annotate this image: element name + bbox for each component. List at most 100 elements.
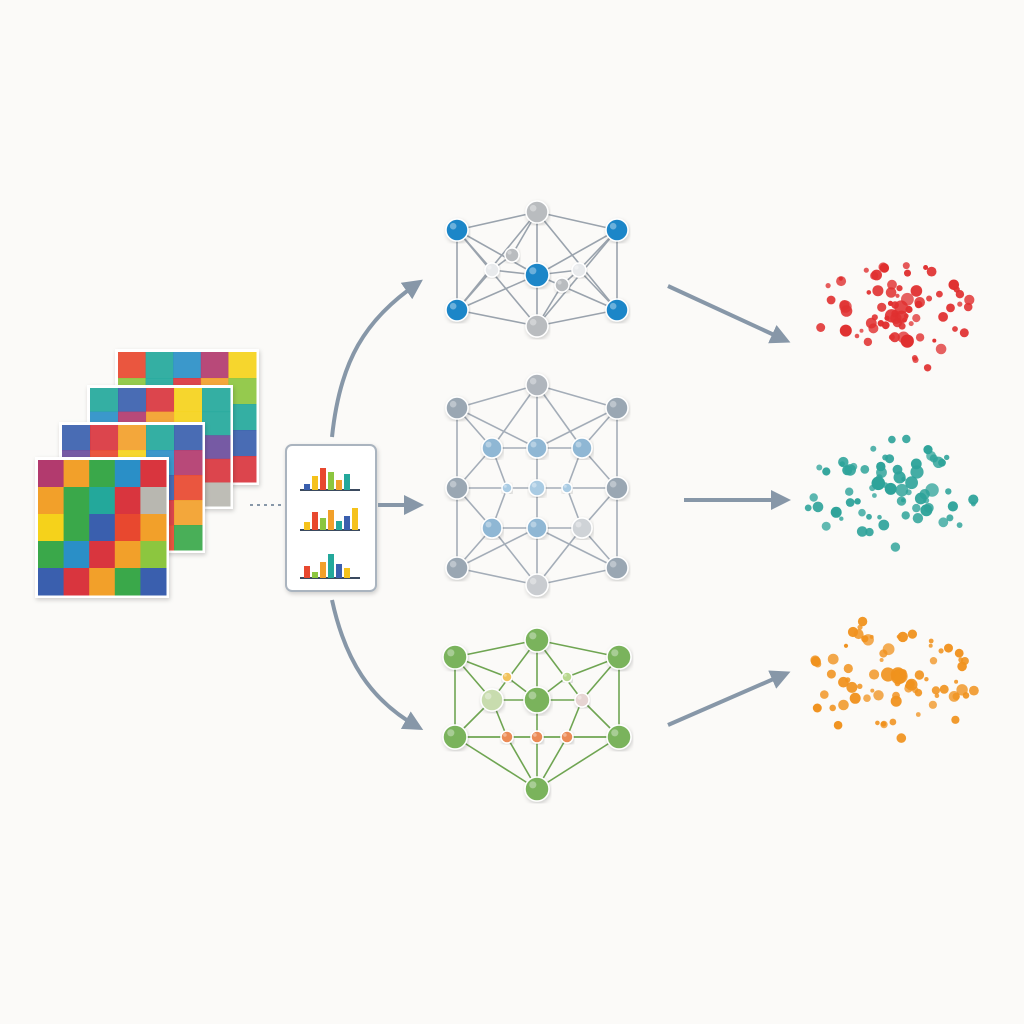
arrow-to-orange-cluster (667, 670, 791, 727)
network-node (442, 644, 468, 670)
network-node-highlight (529, 267, 537, 275)
network-node-highlight (529, 318, 537, 326)
cluster-point (830, 506, 842, 518)
network-node (445, 218, 469, 242)
cluster-point (839, 324, 852, 337)
network-edge (536, 274, 618, 311)
network-node-highlight (485, 441, 492, 448)
bar-chart-bar (336, 480, 342, 490)
bar-chart-bar (304, 566, 310, 578)
cluster-point (885, 287, 897, 298)
cluster-point (857, 683, 863, 689)
cluster-point (928, 643, 933, 648)
heatmap-cell (38, 487, 65, 515)
network-edge (536, 229, 618, 327)
cluster-point (839, 516, 844, 521)
cluster-point (944, 454, 950, 461)
network-node-highlight (563, 484, 567, 488)
cluster-point (938, 648, 944, 654)
heatmap-cell (90, 425, 119, 451)
network-node (571, 437, 593, 459)
cluster-point (863, 267, 869, 273)
heatmap-cell (228, 456, 257, 483)
cluster-point (829, 704, 836, 712)
network-edge (536, 229, 618, 276)
network-node-highlight (530, 441, 537, 448)
network-node (605, 298, 629, 322)
cluster-point (845, 498, 855, 507)
cluster-point (932, 456, 945, 468)
heatmap-cell (89, 514, 116, 542)
cluster-point (845, 487, 854, 496)
cluster-point (827, 653, 839, 665)
cluster-point (820, 690, 829, 699)
cluster-point (826, 295, 836, 305)
cluster-point (842, 465, 853, 476)
teal-scatter-cluster-icon (804, 434, 979, 552)
cluster-point (948, 691, 960, 702)
heatmap-cell (140, 487, 167, 515)
cluster-point (914, 297, 925, 308)
network-node (501, 482, 513, 494)
heatmap-cell (174, 525, 203, 551)
cluster-point (915, 333, 925, 342)
heatmap-cell (63, 514, 90, 542)
network-node (500, 730, 514, 744)
heatmap-cell (174, 425, 203, 451)
network-node (561, 671, 573, 683)
heatmap-cell (38, 541, 65, 569)
cluster-point (946, 514, 954, 522)
network-edge (456, 211, 538, 231)
cluster-point (871, 476, 886, 491)
cluster-point (956, 684, 968, 696)
cluster-point (923, 503, 934, 513)
cluster-point (854, 498, 861, 505)
cluster-point (854, 333, 860, 339)
cluster-point (938, 517, 949, 528)
cluster-point (951, 715, 960, 724)
heatmap-cell (140, 541, 167, 569)
network-node-highlight (530, 521, 537, 528)
network-node-highlight (529, 632, 537, 640)
cluster-point (888, 435, 896, 444)
network-node (605, 218, 629, 242)
cluster-point (871, 314, 878, 321)
cluster-point (936, 290, 943, 298)
heatmap-cell (63, 460, 90, 488)
cluster-point (934, 693, 940, 698)
cluster-point (892, 317, 903, 328)
cluster-point (892, 691, 900, 700)
arrow-to-top-network (330, 279, 423, 438)
bar-chart-bar (344, 568, 350, 578)
cluster-point (838, 699, 849, 711)
cluster-point (901, 317, 907, 323)
bar-chart-bar (344, 474, 350, 490)
network-node-highlight (609, 400, 617, 408)
cluster-point (878, 262, 888, 272)
bar-chart-bar (304, 484, 310, 490)
heatmap-cell (63, 487, 90, 515)
cluster-point (968, 494, 979, 505)
cluster-point (870, 688, 875, 693)
bar-chart-bar (320, 518, 326, 530)
network-node-highlight (507, 250, 512, 255)
cluster-point (863, 337, 873, 347)
bar-chart-bar (328, 510, 334, 530)
cluster-point (912, 503, 921, 513)
heatmap-cell (228, 430, 257, 457)
cluster-point (810, 656, 821, 667)
network-node (574, 692, 590, 708)
network-node (480, 688, 504, 712)
network-node-highlight (447, 649, 455, 657)
network-node-highlight (611, 729, 619, 737)
network-node (523, 686, 551, 714)
cluster-point (875, 720, 880, 726)
cluster-point (872, 493, 877, 498)
network-node-highlight (574, 265, 579, 270)
cluster-point (843, 643, 849, 648)
heatmap-cell (228, 378, 257, 405)
cluster-point (944, 643, 953, 653)
cluster-point (866, 513, 872, 520)
network-node (524, 627, 550, 653)
